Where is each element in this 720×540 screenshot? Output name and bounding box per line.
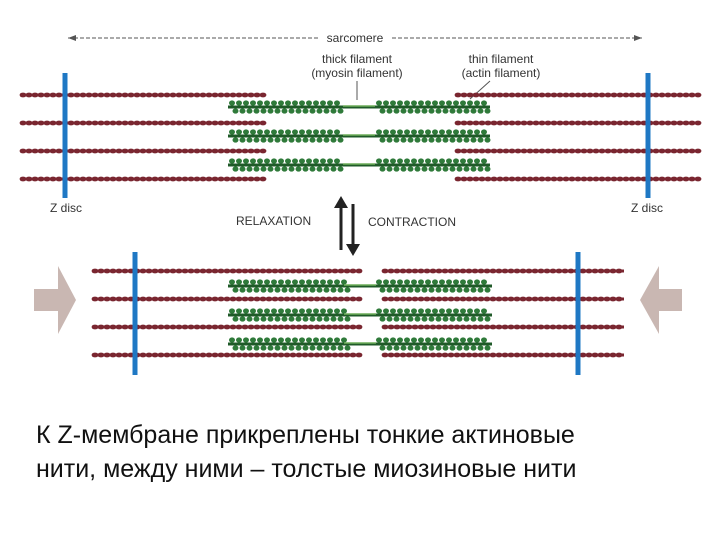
relaxation-label: RELAXATION: [236, 214, 311, 228]
actin-filament: [91, 296, 363, 302]
caption-line-2: нити, между ними – толстые миозиновые ни…: [36, 455, 577, 483]
relaxed-sarcomere: [19, 73, 702, 198]
z-disc: [575, 252, 581, 375]
actin-filament: [454, 176, 702, 182]
actin-filament: [381, 296, 624, 302]
actin-filament: [91, 352, 363, 358]
actin-filament: [454, 92, 702, 98]
z-disc-right-label: Z disc: [631, 201, 663, 215]
myosin-filament: [228, 100, 491, 114]
actin-filament: [454, 120, 702, 126]
thick-filament-sublabel: (myosin filament): [311, 66, 402, 80]
actin-filament: [454, 148, 702, 154]
myosin-filament: [228, 129, 491, 143]
thick-filament-label: thick filament: [322, 52, 393, 66]
z-disc: [645, 73, 651, 198]
thin-filament-sublabel: (actin filament): [462, 66, 541, 80]
actin-filament: [19, 148, 267, 154]
contracted-sarcomere: [91, 252, 624, 375]
myosin-filament: [228, 279, 492, 293]
right-arrow-icon: [34, 266, 76, 334]
actin-filament: [381, 268, 624, 274]
actin-filament: [91, 324, 363, 330]
z-disc: [62, 73, 68, 198]
thin-filament-label: thin filament: [469, 52, 534, 66]
caption: К Z-мембране прикреплены тонкие актиновы…: [36, 418, 696, 486]
actin-filament: [19, 120, 267, 126]
sarcomere-dimension: [68, 28, 642, 44]
caption-line-1: К Z-мембране прикреплены тонкие актиновы…: [36, 421, 575, 449]
myosin-filament: [228, 337, 492, 351]
actin-filament: [19, 92, 267, 98]
up-down-arrows-icon: [334, 196, 360, 256]
actin-filament: [381, 324, 624, 330]
sarcomere-label: sarcomere: [327, 31, 384, 45]
contraction-label: CONTRACTION: [368, 215, 456, 229]
actin-filament: [19, 176, 267, 182]
z-disc-left-label: Z disc: [50, 201, 82, 215]
left-arrow-icon: [640, 266, 682, 334]
z-disc: [132, 252, 138, 375]
actin-filament: [91, 268, 363, 274]
myosin-filament: [228, 158, 491, 172]
myosin-filament: [228, 308, 492, 322]
actin-filament: [381, 352, 624, 358]
